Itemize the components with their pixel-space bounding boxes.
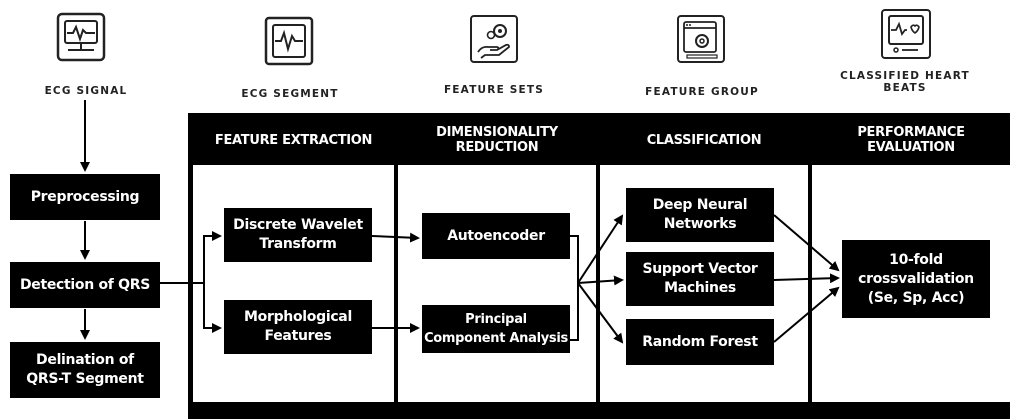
delination-box: Delination of QRS-T Segment [10,342,160,398]
header-dimensionality-reduction: DIMENSIONALITY REDUCTION [398,118,596,162]
header-performance-evaluation: PERFORMANCE EVALUATION [812,118,1010,162]
ecg-segment-icon [264,16,314,66]
icon-label-ecg-signal: ECG SIGNAL [44,85,128,97]
heart-monitor-icon [880,8,932,60]
icon-label-classified-heart-beats: CLASSIFIED HEART BEATS [840,70,970,94]
ecg-monitor-icon [56,12,106,62]
crossvalidation-box: 10-fold crossvalidation (Se, Sp, Acc) [842,240,990,318]
feature-group-icon [676,14,726,64]
column-cell-dimensionality-reduction [398,165,596,402]
feature-sets-icon [469,14,519,64]
icon-label-feature-sets: FEATURE SETS [443,84,545,96]
random-forest-box: Random Forest [626,319,774,365]
icon-label-ecg-segment: ECG SEGMENT [241,88,339,100]
header-feature-extraction: FEATURE EXTRACTION [193,118,394,162]
icon-label-feature-group: FEATURE GROUP [645,86,759,98]
preprocessing-box: Preprocessing [10,174,160,220]
dnn-box: Deep Neural Networks [626,188,774,242]
pca-box: Principal Component Analysis [422,305,570,353]
header-classification: CLASSIFICATION [600,118,808,162]
morphological-box: Morphological Features [224,300,372,354]
detection-qrs-box: Detection of QRS [10,262,160,308]
svm-box: Support Vector Machines [626,252,774,306]
dwt-box: Discrete Wavelet Transform [224,208,372,262]
autoencoder-box: Autoencoder [422,213,570,259]
column-cell-feature-extraction [193,165,394,402]
